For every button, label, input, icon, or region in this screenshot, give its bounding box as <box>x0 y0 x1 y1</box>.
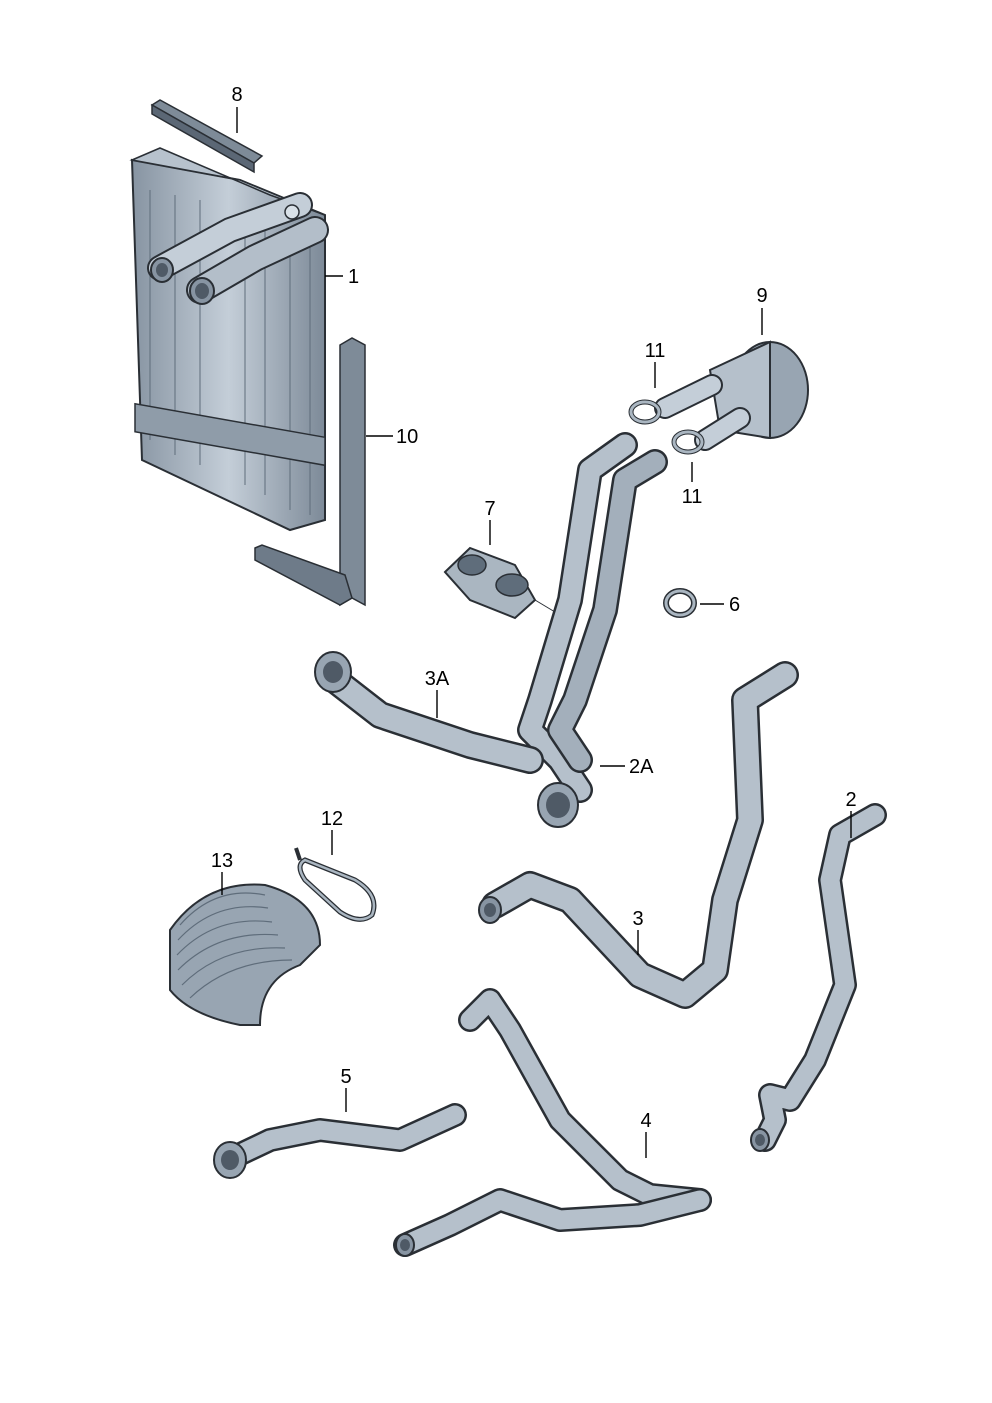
callout-4: 4 <box>640 1110 651 1132</box>
callout-11-bottom: 11 <box>682 486 703 508</box>
callout-8: 8 <box>231 84 242 106</box>
part-3a-hose <box>314 651 544 774</box>
callout-2a: 2A <box>629 756 654 778</box>
callout-12: 12 <box>321 808 343 830</box>
callout-3a: 3A <box>425 668 450 690</box>
callout-6: 6 <box>729 594 740 616</box>
callout-3: 3 <box>632 908 643 930</box>
part-6-clamp <box>663 588 697 618</box>
callout-11-top: 11 <box>645 340 666 362</box>
callout-5: 5 <box>340 1066 351 1088</box>
callout-labels: 8 1 10 9 11 11 7 6 3A 2A 2 3 12 13 5 4 <box>211 84 857 1132</box>
callout-13: 13 <box>211 850 233 872</box>
callout-10: 10 <box>396 426 418 448</box>
part-7-grommet <box>443 546 556 620</box>
callout-7: 7 <box>484 498 495 520</box>
part-13-bellows <box>169 883 322 1026</box>
part-10-seal <box>254 337 366 607</box>
part-2a-hose-pair <box>517 432 668 828</box>
callout-1: 1 <box>348 266 359 288</box>
part-3-hose <box>478 661 799 1009</box>
callout-9: 9 <box>756 285 767 307</box>
part-11-clamps <box>628 399 705 455</box>
part-2-hose <box>750 803 887 1152</box>
part-4-hose <box>393 988 712 1257</box>
part-9-heat-exchanger <box>654 340 809 451</box>
part-1-heater-core <box>129 147 329 532</box>
part-5-hose <box>213 1103 467 1179</box>
leader-lines <box>221 107 852 1158</box>
callout-2: 2 <box>845 789 856 811</box>
part-8-foam-strip <box>150 99 264 174</box>
part-12-gasket <box>294 847 377 922</box>
